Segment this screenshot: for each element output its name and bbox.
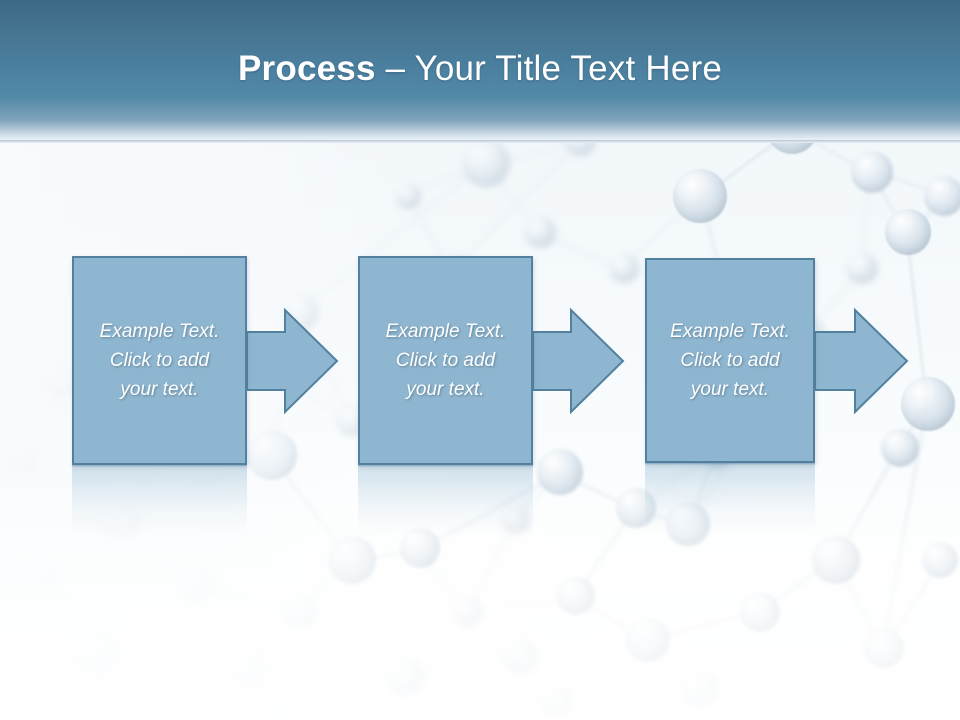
- page-title-separator: –: [375, 49, 415, 88]
- page-title-strong: Process: [238, 49, 376, 88]
- process-step-box-2[interactable]: [358, 256, 533, 465]
- page-title-light: Your Title Text Here: [414, 49, 722, 88]
- page-title: Process – Your Title Text Here: [0, 48, 960, 90]
- molecule-node: [885, 209, 931, 255]
- process-step-box-3[interactable]: [645, 258, 815, 463]
- process-step-box-1[interactable]: [72, 256, 247, 465]
- step-reflection: [358, 465, 533, 537]
- step-reflection-edge: [645, 463, 815, 465]
- step-reflection: [72, 465, 247, 537]
- header-divider: [0, 140, 960, 143]
- molecule-node: [462, 139, 510, 187]
- molecule-node: [673, 169, 727, 223]
- step-reflection: [645, 463, 815, 535]
- molecule-node: [524, 216, 556, 248]
- step-reflection-edge: [358, 465, 533, 467]
- process-arrow-2[interactable]: [532, 307, 625, 415]
- molecule-node: [851, 151, 893, 193]
- molecule-node: [901, 377, 955, 431]
- molecule-node: [609, 253, 639, 283]
- molecule-node: [846, 252, 878, 284]
- process-arrow-3[interactable]: [814, 307, 909, 415]
- process-arrow-1[interactable]: [246, 307, 339, 415]
- molecule-node: [881, 429, 919, 467]
- molecule-node: [924, 176, 960, 216]
- step-reflection-edge: [72, 465, 247, 467]
- header-band: [0, 0, 960, 143]
